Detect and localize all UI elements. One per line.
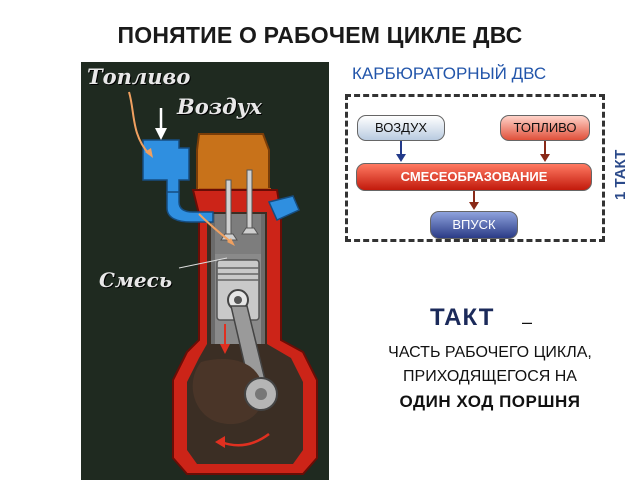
fuel-label: Топливо: [87, 64, 191, 89]
air-to-mixing-arrowhead: [396, 154, 406, 162]
definition-term: ТАКТ: [430, 304, 495, 331]
mixing-to-intake-arrowhead: [469, 202, 479, 210]
fuel-to-mixing-arrowhead: [540, 154, 550, 162]
mixture-label: Смесь: [99, 268, 173, 292]
air-label: Воздух: [177, 94, 262, 119]
scheme-title: КАРБЮРАТОРНЫЙ ДВС: [352, 64, 547, 83]
definition-line-3: ОДИН ХОД ПОРШНЯ: [399, 392, 581, 411]
definition-line-2: ПРИХОДЯЩЕГОСЯ НА: [403, 368, 577, 385]
page-title: ПОНЯТИЕ О РАБОЧЕМ ЦИКЛЕ ДВС: [117, 22, 523, 48]
air-node: ВОЗДУХ: [357, 115, 445, 141]
intake-node: ВПУСК: [430, 211, 518, 239]
definition-line-1: ЧАСТЬ РАБОЧЕГО ЦИКЛА,: [388, 344, 592, 361]
engine-illustration: Топливо Воздух Смесь: [81, 62, 329, 480]
scheme-frame: [345, 94, 605, 242]
definition-dash: –: [522, 312, 533, 332]
mixing-node: СМЕСЕОБРАЗОВАНИЕ: [356, 163, 592, 191]
fuel-node: ТОПЛИВО: [500, 115, 590, 141]
